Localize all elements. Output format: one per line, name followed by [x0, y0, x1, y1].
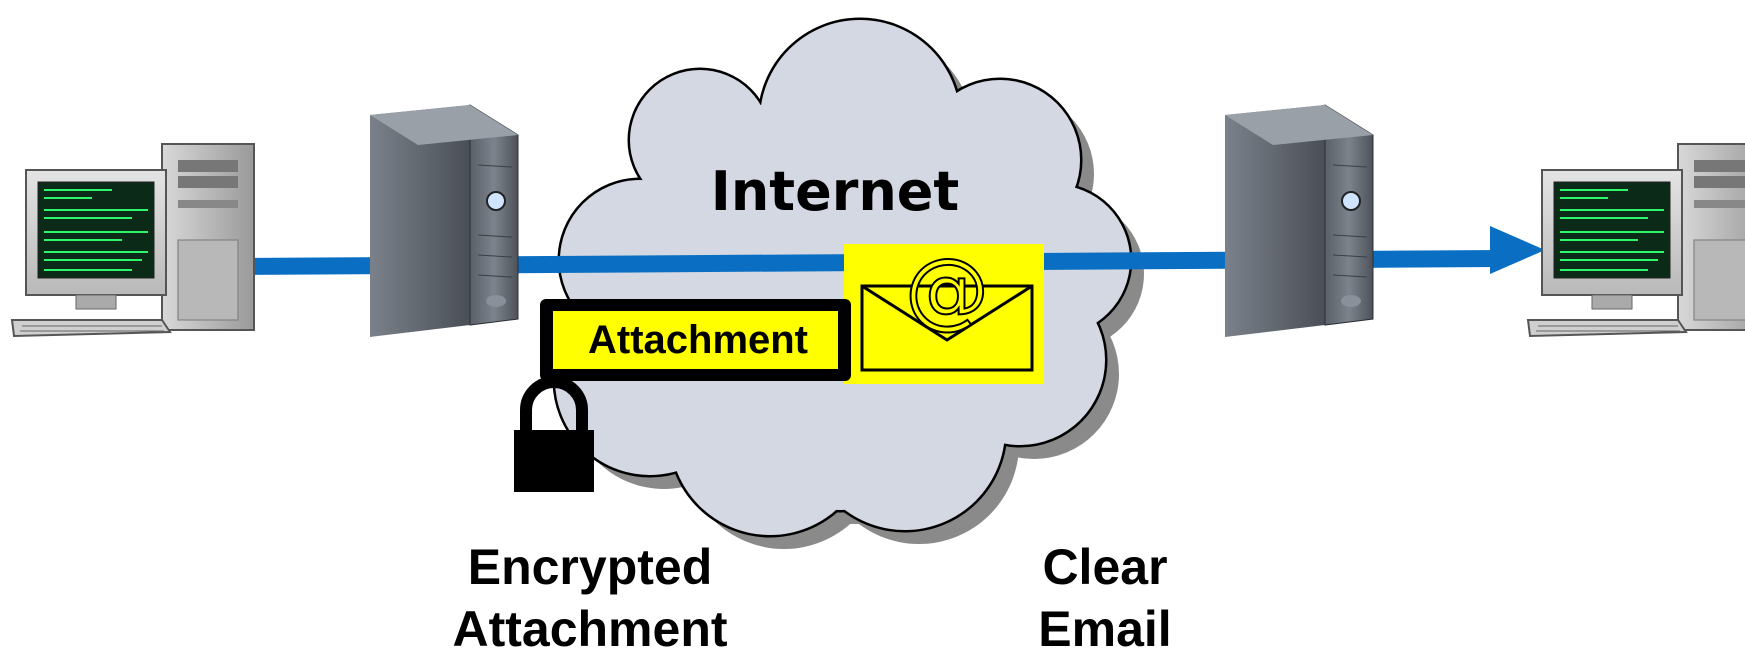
- caption-line: Attachment: [452, 601, 728, 657]
- svg-text:@: @: [905, 240, 989, 338]
- caption-line: Email: [1038, 601, 1172, 657]
- server-tower-icon: [370, 104, 519, 337]
- attachment-box: [540, 299, 851, 381]
- padlock-icon: [514, 376, 594, 492]
- server-tower-icon: [1225, 104, 1374, 337]
- at-sign-icon: @: [904, 239, 990, 339]
- clear-email-caption: Clear Email: [990, 536, 1220, 660]
- desktop-computer-icon: [1526, 143, 1745, 338]
- desktop-computer-icon: [10, 143, 255, 338]
- encrypted-attachment-caption: Encrypted Attachment: [410, 536, 770, 660]
- attachment-label: Attachment: [587, 318, 809, 362]
- cloud-label: Internet: [710, 160, 960, 223]
- email-envelope-icon: @: [844, 239, 1044, 384]
- caption-line: Encrypted: [467, 539, 713, 595]
- caption-line: Clear: [1042, 539, 1168, 595]
